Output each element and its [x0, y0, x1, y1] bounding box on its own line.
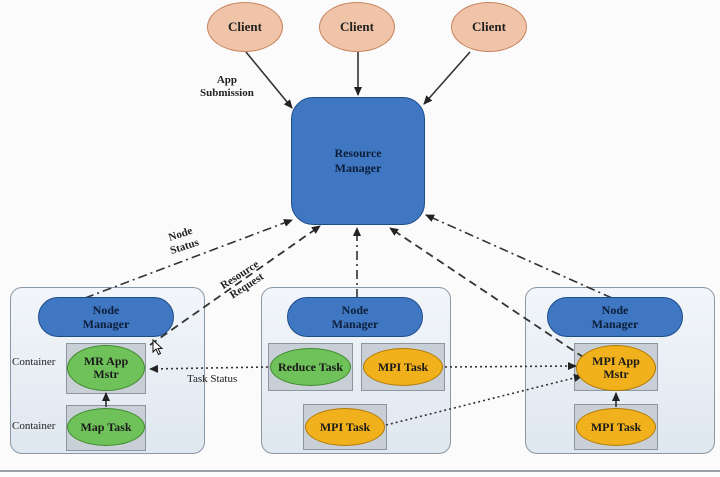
- container-label: Container: [12, 420, 56, 432]
- node-manager-label: Manager: [331, 317, 379, 331]
- client-node: Client: [207, 2, 283, 52]
- mpi-task: MPI Task: [363, 348, 443, 386]
- frame-bottom-border: [0, 470, 720, 472]
- client-node: Client: [451, 2, 527, 52]
- arrow-resource-request-right: [389, 227, 596, 366]
- task-label: MPI App: [592, 354, 640, 368]
- arrow-node-status-left: [84, 219, 293, 299]
- mpi-task: MPI Task: [305, 408, 385, 446]
- node-manager-label: Node: [601, 303, 629, 317]
- reduce-task: Reduce Task: [270, 348, 351, 386]
- arrow-node-status-right: [425, 214, 613, 299]
- app-submission-label: App Submission: [200, 74, 254, 100]
- container-label: Container: [12, 356, 56, 368]
- node-manager-label: Node: [341, 303, 369, 317]
- arrow-task-status-mpi: [444, 362, 577, 371]
- task-label: Mstr: [603, 367, 629, 381]
- node-manager-label: Manager: [82, 317, 130, 331]
- resource-manager: Resource Manager: [291, 97, 425, 225]
- arrow-client1-rm: [245, 51, 293, 109]
- mpi-app-master: MPI App Mstr: [576, 345, 656, 391]
- mpi-task: MPI Task: [576, 408, 656, 446]
- task-label: MR App: [83, 354, 129, 368]
- client-node: Client: [319, 2, 395, 52]
- label-line: App: [216, 74, 237, 86]
- mr-app-master: MR App Mstr: [67, 345, 145, 391]
- resource-manager-label: Resource: [334, 146, 382, 160]
- arrow-task-status-mpi-lower: [385, 374, 583, 426]
- node-manager-label: Manager: [591, 317, 639, 331]
- task-label: Mstr: [93, 367, 119, 381]
- task-status-label: Task Status: [187, 373, 238, 385]
- node-manager-label: Node: [92, 303, 120, 317]
- mouse-cursor-icon: [152, 339, 164, 356]
- label-line: Submission: [200, 87, 254, 99]
- resource-manager-label: Manager: [334, 161, 382, 175]
- map-task: Map Task: [67, 408, 145, 446]
- node-manager-right: Node Manager: [547, 297, 683, 337]
- arrow-resource-request-left: [149, 225, 321, 346]
- arrow-task-status-reduce: [149, 364, 269, 373]
- arrow-client3-rm: [423, 51, 471, 105]
- node-manager-center: Node Manager: [287, 297, 423, 337]
- node-manager-left: Node Manager: [38, 297, 174, 337]
